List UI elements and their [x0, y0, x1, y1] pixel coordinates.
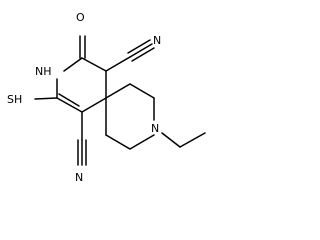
bond-pip-c-d	[105, 134, 131, 150]
bond-spiro-pip-a	[105, 83, 131, 99]
structure-diagram: O NH SH N N N	[7, 11, 206, 184]
piperidine-n-label: N	[151, 122, 159, 135]
nitrile-n-bottom-label: N	[75, 171, 83, 184]
bond-c-cn-bottom-c-sh	[56, 97, 83, 113]
molecule-svg: O NH SH N N N	[7, 11, 206, 184]
nitrile-n-top-label: N	[153, 34, 161, 47]
bond-ch2-ch3	[179, 132, 206, 148]
bond-n-ch2	[161, 132, 181, 148]
bond-c-s	[34, 97, 58, 100]
bond-triple-top-1	[129, 43, 153, 58]
bond-triple-top-2	[127, 39, 151, 54]
bond-nh-c-amide	[63, 57, 83, 72]
bond-c-amide-c-cn	[81, 57, 107, 72]
bond-pip-a-b	[129, 83, 155, 99]
thiol-label: SH	[7, 93, 22, 106]
oxygen-label: O	[76, 11, 85, 24]
amide-nh-label: NH	[35, 65, 52, 78]
bond-spiro-c-cn-bottom	[81, 97, 107, 113]
bond-pip-n-c	[129, 134, 155, 150]
bond-c-sh-c-sh-double	[58, 93, 80, 107]
bond-triple-top-3	[131, 47, 155, 62]
bond-c-cn-top	[105, 56, 131, 72]
